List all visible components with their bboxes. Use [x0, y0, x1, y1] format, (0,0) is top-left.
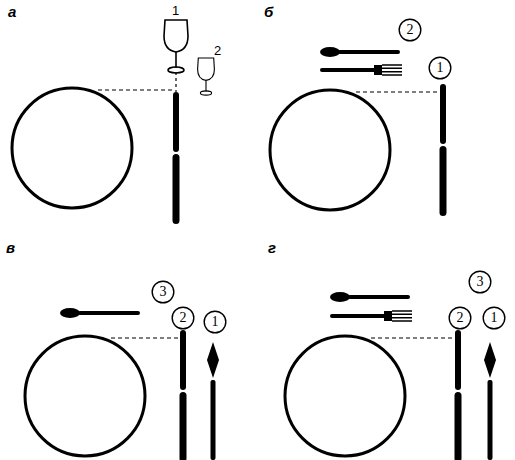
- callout-number: 1: [203, 315, 227, 329]
- callout-number: 1: [482, 311, 506, 325]
- panel-letter: г: [268, 240, 276, 255]
- callout-number: 3: [151, 285, 175, 299]
- callout-circle: 2: [171, 306, 195, 330]
- callout-circle: 1: [482, 306, 506, 330]
- callout-circle: 3: [468, 270, 492, 294]
- panel-letter: в: [6, 240, 15, 255]
- callout-number: 3: [468, 275, 492, 289]
- callout-number: 2: [448, 311, 472, 325]
- callout-number: 1: [428, 61, 452, 75]
- callout-circle: 2: [448, 306, 472, 330]
- panel-letter: а: [8, 4, 16, 19]
- callout-number: 2: [398, 23, 422, 37]
- callout-circle: 1: [203, 310, 227, 334]
- callout-circle: 2: [398, 18, 422, 42]
- callout-number: 2: [171, 311, 195, 325]
- callout-circle: 1: [428, 56, 452, 80]
- panel-letter: б: [264, 4, 273, 19]
- callout-number: 2: [214, 44, 221, 57]
- callout-circle: 3: [151, 280, 175, 304]
- callout-number: 1: [172, 4, 179, 17]
